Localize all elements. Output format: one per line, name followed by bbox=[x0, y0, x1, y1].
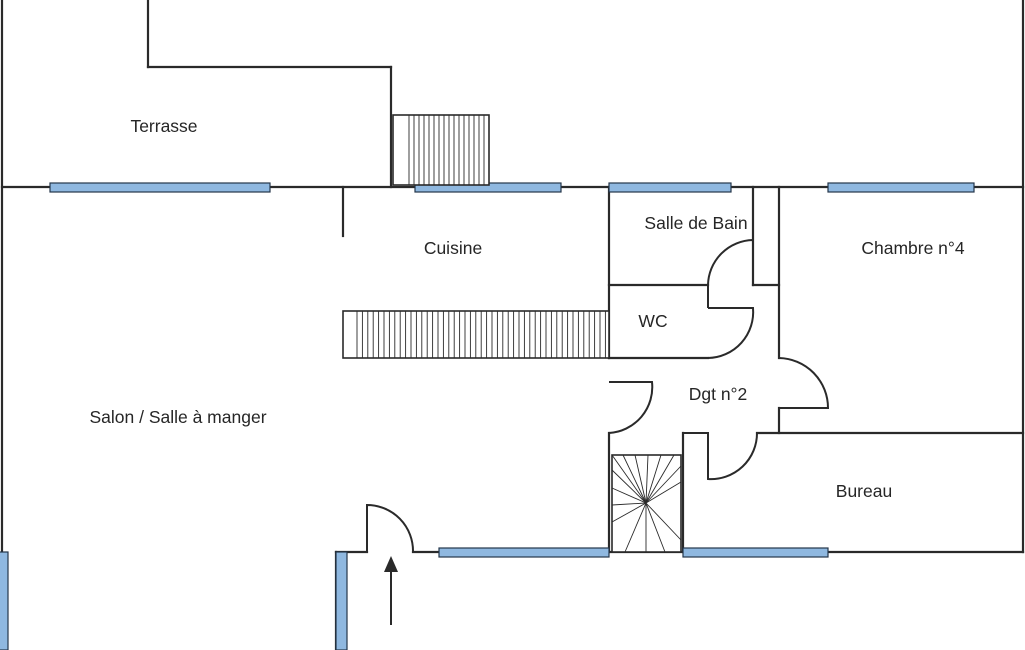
label-degagement-2: Dgt n°2 bbox=[689, 384, 748, 404]
stair-tread bbox=[645, 454, 662, 504]
window bbox=[49, 182, 271, 193]
stair-tread bbox=[645, 502, 666, 553]
bedroom-door bbox=[778, 357, 830, 409]
stair-tread bbox=[611, 487, 647, 504]
wc-door bbox=[707, 307, 755, 359]
terrace-stairs bbox=[392, 114, 490, 186]
entrance-door bbox=[366, 503, 415, 553]
stair-tread bbox=[611, 469, 647, 504]
label-bureau: Bureau bbox=[836, 481, 892, 501]
arrow-up-icon bbox=[384, 556, 398, 625]
spiral-stairs bbox=[611, 454, 682, 553]
office-door bbox=[683, 432, 759, 481]
label-salle-de-bain: Salle de Bain bbox=[644, 213, 747, 233]
window bbox=[438, 547, 610, 558]
stair-tread bbox=[645, 465, 682, 504]
stair-tread bbox=[645, 454, 649, 504]
label-chambre-4: Chambre n°4 bbox=[861, 238, 965, 258]
window bbox=[608, 182, 732, 193]
bathroom-door bbox=[707, 238, 754, 308]
window bbox=[827, 182, 975, 193]
stair-tread bbox=[624, 502, 647, 553]
stair-tread bbox=[611, 502, 647, 506]
room-labels: Terrasse Cuisine Salle de Bain Chambre n… bbox=[89, 116, 964, 501]
label-wc: WC bbox=[638, 311, 667, 331]
stair-tread bbox=[634, 454, 647, 504]
window bbox=[335, 551, 348, 650]
stair-tread bbox=[611, 454, 647, 504]
window bbox=[682, 547, 829, 558]
stair-tread bbox=[645, 454, 675, 504]
stair-tread bbox=[645, 481, 682, 504]
stair-tread bbox=[611, 502, 647, 523]
label-salon: Salon / Salle à manger bbox=[89, 407, 266, 427]
doors bbox=[366, 238, 830, 553]
living-door bbox=[608, 381, 654, 434]
interior-stairs bbox=[342, 310, 610, 359]
label-terrasse: Terrasse bbox=[130, 116, 197, 136]
window bbox=[0, 551, 9, 650]
stair-tread bbox=[622, 454, 647, 504]
stair-tread bbox=[645, 502, 682, 541]
label-cuisine: Cuisine bbox=[424, 238, 482, 258]
